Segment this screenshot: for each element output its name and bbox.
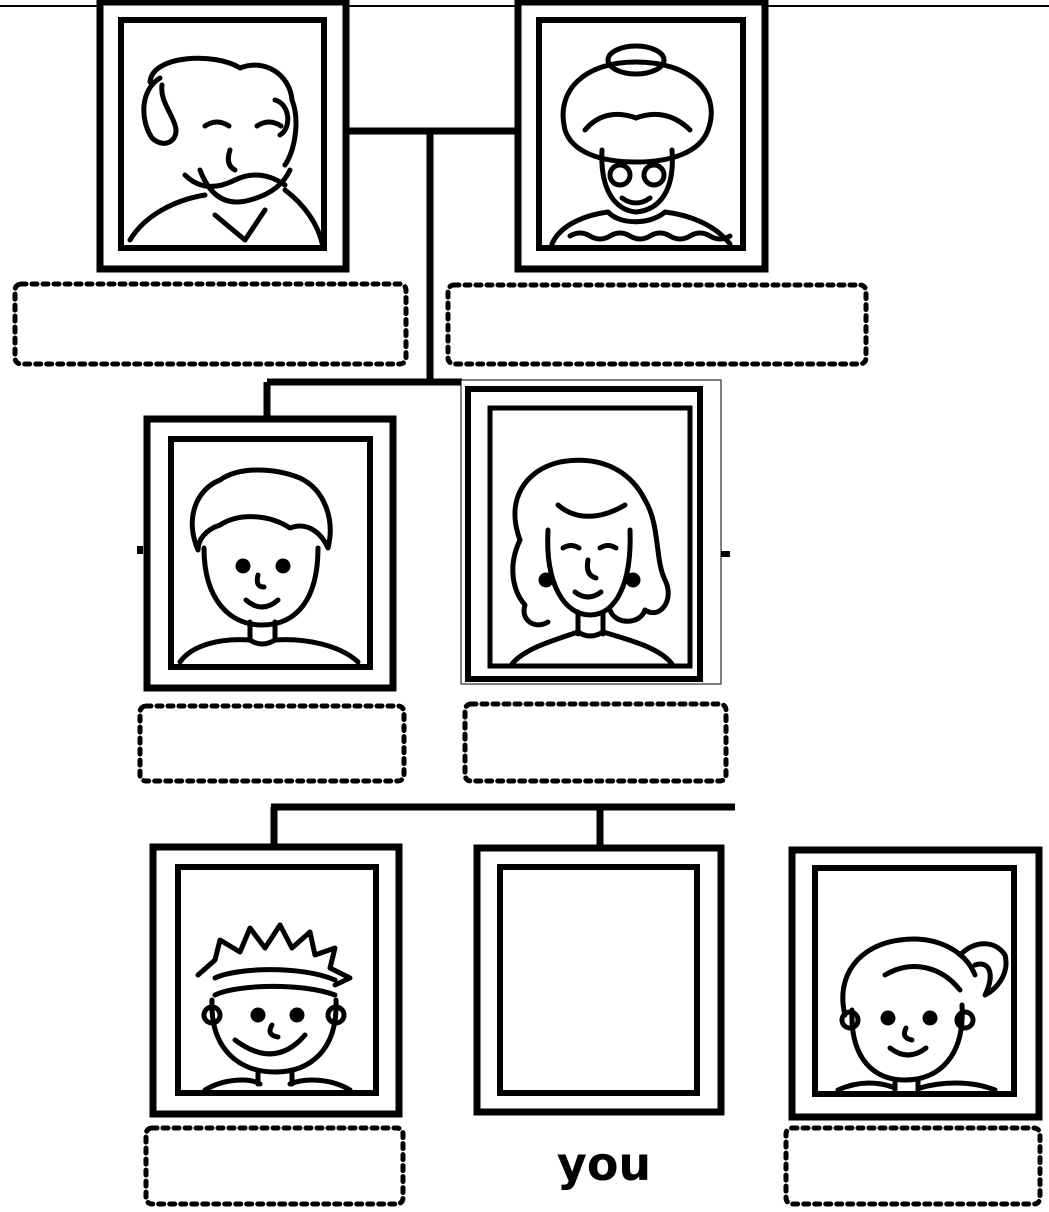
father-answer-box[interactable] <box>140 706 404 781</box>
stray-mark-left <box>137 546 143 554</box>
you-label: you <box>557 1137 651 1191</box>
brother-answer-box[interactable] <box>146 1128 403 1204</box>
empty-portrait-frame <box>500 867 697 1093</box>
mother-answer-box[interactable] <box>465 704 726 781</box>
father-inner-frame <box>171 439 370 667</box>
grandfather-answer-box[interactable] <box>15 284 406 364</box>
grandmother-answer-box[interactable] <box>448 285 866 364</box>
sister-answer-box[interactable] <box>786 1128 1040 1204</box>
father-card <box>147 419 393 688</box>
mother-card <box>461 380 721 684</box>
grandfather-card <box>100 2 346 269</box>
brother-card <box>153 847 399 1114</box>
you-card <box>477 848 721 1112</box>
grandmother-card <box>518 2 765 269</box>
sister-card <box>792 850 1039 1117</box>
